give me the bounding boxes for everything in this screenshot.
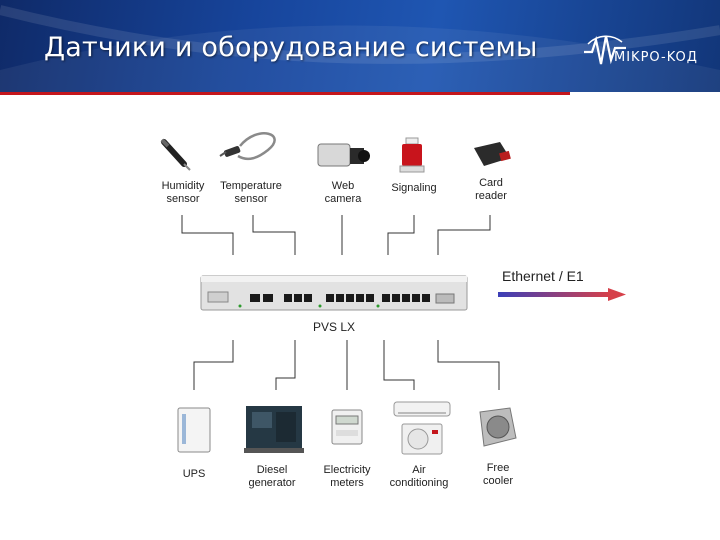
label-line-1: Electricity (323, 464, 370, 477)
central-device-label: PVS LX (313, 320, 355, 334)
wire-humidity (182, 215, 233, 255)
sensor-label-temperature: Temperature sensor (220, 180, 282, 206)
card-reader-icon (470, 140, 514, 175)
wire-diesel (276, 340, 295, 390)
label-line-2: sensor (220, 193, 282, 206)
equipment-label-meters: Electricity meters (323, 464, 370, 490)
equipment-label-ups: UPS (183, 468, 206, 481)
equipment-label-air: Air conditioning (390, 464, 449, 490)
uplink-arrow-icon (498, 287, 628, 303)
label-line-2: generator (248, 477, 295, 490)
label-line-1: Humidity (162, 180, 205, 193)
label-line-1: UPS (183, 468, 206, 481)
equipment-label-diesel: Diesel generator (248, 464, 295, 490)
sensor-label-signaling: Signaling (391, 182, 436, 195)
diesel-generator-icon (242, 402, 308, 461)
sensor-label-card-reader: Card reader (475, 177, 507, 203)
label-line-2: sensor (162, 193, 205, 206)
label-line-1: Diesel (248, 464, 295, 477)
ups-icon (176, 406, 214, 461)
equipment-label-free-cooler: Free cooler (483, 462, 513, 488)
label-line-1: Web (325, 180, 362, 193)
wire-air (384, 340, 414, 390)
label-line-1: Card (475, 177, 507, 190)
label-line-2: cooler (483, 475, 513, 488)
wire-ups (194, 340, 233, 390)
label-line-1: Free (483, 462, 513, 475)
wire-temperature (253, 215, 295, 255)
web-camera-icon (316, 140, 370, 177)
humidity-sensor-icon (158, 136, 192, 177)
air-conditioner-icon (390, 400, 454, 463)
free-cooler-icon (474, 404, 520, 455)
wire-signaling (388, 215, 414, 255)
temperature-sensor-icon (218, 126, 282, 177)
label-line-1: Temperature (220, 180, 282, 193)
signaling-icon (398, 136, 426, 181)
label-line-2: meters (323, 477, 370, 490)
label-line-2: camera (325, 193, 362, 206)
wire-card-reader (438, 215, 490, 255)
sensor-label-camera: Web camera (325, 180, 362, 206)
wire-free-cooler (438, 340, 499, 390)
label-line-2: conditioning (390, 477, 449, 490)
label-line-2: reader (475, 190, 507, 203)
sensor-label-humidity: Humidity sensor (162, 180, 205, 206)
label-line-1: Air (390, 464, 449, 477)
electricity-meter-icon (330, 408, 366, 453)
label-line-1: Signaling (391, 182, 436, 195)
uplink-label: Ethernet / E1 (502, 268, 584, 284)
pvs-lx-device (200, 270, 468, 321)
